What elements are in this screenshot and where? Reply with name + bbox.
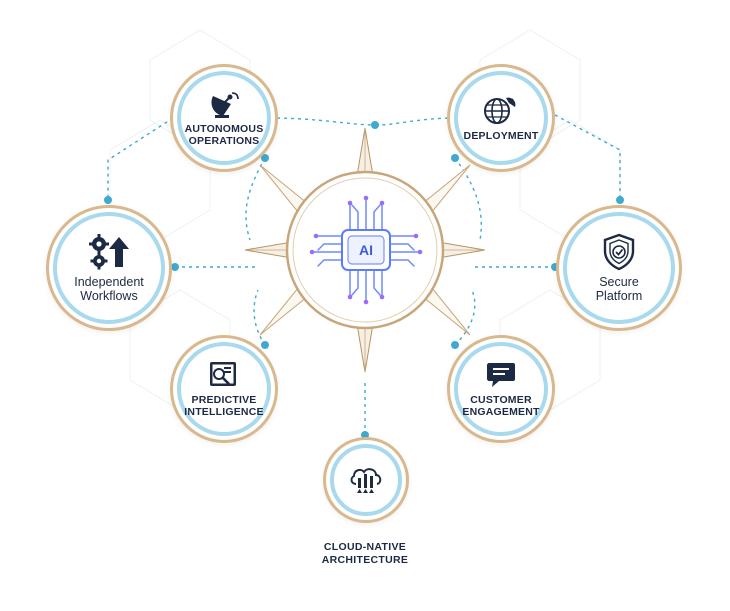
- node-content: PREDICTIVE INTELLIGENCE: [181, 346, 267, 432]
- node-label: ARCHITECTURE: [321, 554, 409, 566]
- satellite-dish-icon: [207, 90, 241, 120]
- connector-dot: [451, 341, 459, 349]
- node-content: Independent Workflows: [57, 216, 161, 320]
- node-predictive-intelligence[interactable]: PREDICTIVE INTELLIGENCE: [170, 335, 278, 443]
- node-label: PREDICTIVE: [191, 394, 257, 406]
- node-label: Workflows: [80, 289, 138, 303]
- gears-arrow-icon: [87, 233, 131, 271]
- connector-dot: [451, 154, 459, 162]
- node-deployment[interactable]: DEPLOYMENT: [447, 64, 555, 172]
- connector-dot: [616, 196, 624, 204]
- node-label: CUSTOMER: [470, 394, 532, 406]
- node-label: DEPLOYMENT: [463, 130, 539, 142]
- node-label: Independent: [74, 275, 144, 289]
- node-cloud-native-architecture[interactable]: [323, 437, 409, 523]
- connector-dot: [361, 431, 369, 439]
- magnifier-report-icon: [208, 360, 240, 390]
- node-ring: [454, 342, 548, 436]
- ai-chip-icon: [309, 195, 423, 305]
- connector-dot: [261, 341, 269, 349]
- node-content: [334, 448, 398, 512]
- node-ring: [53, 212, 165, 324]
- globe-satellite-icon: [482, 94, 520, 126]
- node-content: CUSTOMER ENGAGEMENT: [458, 346, 544, 432]
- connector-dot: [171, 263, 179, 271]
- node-content: DEPLOYMENT: [458, 75, 544, 161]
- connector-dot: [371, 121, 379, 129]
- connector-dot: [261, 154, 269, 162]
- cloud-native-architecture-label: CLOUD-NATIVE ARCHITECTURE: [310, 541, 420, 567]
- node-secure-platform[interactable]: Secure Platform: [556, 205, 682, 331]
- node-ring: [177, 342, 271, 436]
- ai-chip-label: AI: [359, 242, 373, 258]
- connector-dot: [104, 196, 112, 204]
- node-label: Platform: [595, 289, 643, 303]
- node-independent-workflows[interactable]: Independent Workflows: [46, 205, 172, 331]
- node-label: INTELLIGENCE: [184, 406, 264, 418]
- node-ring: [177, 71, 271, 165]
- shield-check-icon: [602, 233, 636, 271]
- node-customer-engagement[interactable]: CUSTOMER ENGAGEMENT: [447, 335, 555, 443]
- node-autonomous-operations[interactable]: AUTONOMOUS OPERATIONS: [170, 64, 278, 172]
- cloud-chart-icon: [348, 464, 384, 496]
- connector-dot: [551, 263, 559, 271]
- node-content: AUTONOMOUS OPERATIONS: [181, 75, 267, 161]
- node-label: AUTONOMOUS: [184, 122, 264, 135]
- node-label: Secure: [599, 275, 639, 289]
- node-content: Secure Platform: [567, 216, 671, 320]
- node-label: OPERATIONS: [188, 134, 260, 147]
- node-label: CLOUD-NATIVE: [323, 541, 407, 553]
- node-label: ENGAGEMENT: [462, 406, 540, 418]
- chat-bubble-icon: [485, 360, 517, 390]
